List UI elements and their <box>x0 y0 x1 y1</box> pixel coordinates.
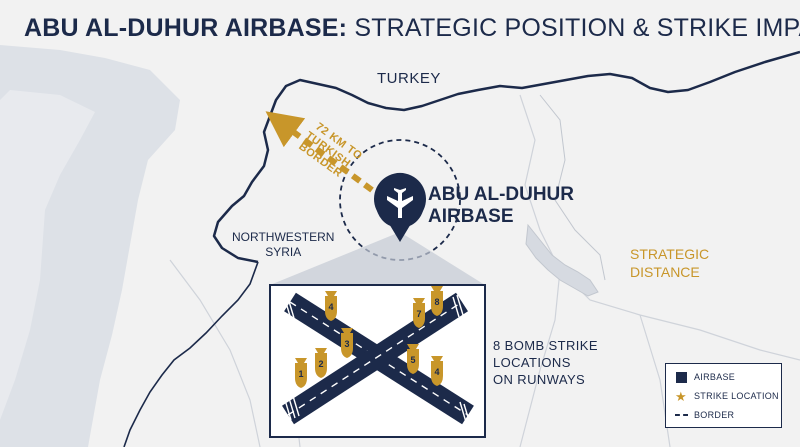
label-bombs-line1: 8 BOMB STRIKE <box>493 338 598 353</box>
label-nw-line2: SYRIA <box>265 245 302 259</box>
bomb-number: 8 <box>434 297 439 307</box>
label-strategic-line2: DISTANCE <box>630 264 700 280</box>
bomb-marker: 3 <box>341 328 353 358</box>
star-icon: ★ <box>675 388 687 404</box>
reservoir <box>525 223 599 297</box>
square-icon <box>674 370 688 384</box>
bomb-number: 1 <box>298 369 303 379</box>
page-title: ABU AL-DUHUR AIRBASE: STRATEGIC POSITION… <box>24 14 800 43</box>
coastline <box>123 261 259 447</box>
label-bombs-line3: ON RUNWAYS <box>493 372 586 387</box>
runway-thresholds <box>283 294 471 425</box>
bomb-number: 2 <box>318 359 323 369</box>
legend-airbase-label: AIRBASE <box>694 372 736 382</box>
legend-border-label: BORDER <box>694 410 735 420</box>
label-strategic-line1: STRATEGIC <box>630 246 710 262</box>
legend-row-airbase: AIRBASE <box>674 370 735 384</box>
legend-row-strike: ★ STRIKE LOCATION <box>674 389 779 403</box>
label-northwestern-syria: NORTHWESTERN SYRIA <box>232 230 334 260</box>
label-nw-line1: NORTHWESTERN <box>232 230 335 244</box>
dashed-line-icon <box>674 408 688 422</box>
airplane-icon <box>387 188 413 218</box>
label-turkey: TURKEY <box>377 70 441 87</box>
legend-strike-label: STRIKE LOCATION <box>694 391 779 401</box>
bomb-marker: 2 <box>315 348 327 378</box>
bomb-marker: 5 <box>407 344 419 374</box>
zoom-wedge <box>270 232 485 285</box>
label-airbase-line2: AIRBASE <box>428 206 514 227</box>
legend: AIRBASE ★ STRIKE LOCATION BORDER <box>665 363 782 428</box>
title-bold: ABU AL-DUHUR AIRBASE: <box>24 14 348 42</box>
bomb-marker: 4 <box>431 356 443 386</box>
region-outline <box>539 94 606 281</box>
landmass-blob <box>0 90 95 420</box>
label-airbase: ABU AL-DUHUR AIRBASE <box>428 184 574 228</box>
bomb-number: 3 <box>344 339 349 349</box>
bomb-number: 4 <box>328 302 333 312</box>
distance-arrow <box>265 111 374 193</box>
bomb-marker: 4 <box>325 291 337 321</box>
bomb-number: 7 <box>416 309 421 319</box>
label-strategic-distance: STRATEGIC DISTANCE <box>630 245 709 281</box>
label-bombs-line2: LOCATIONS <box>493 355 571 370</box>
label-airbase-line1: ABU AL-DUHUR <box>428 184 574 205</box>
runway-b <box>282 292 468 425</box>
border-line <box>212 50 800 264</box>
airbase-pin[interactable] <box>374 172 426 242</box>
bomb-markers: 1 2 3 4 4 5 7 8 <box>295 286 443 388</box>
legend-row-border: BORDER <box>674 408 734 422</box>
title-rest: STRATEGIC POSITION & STRIKE IMPACT <box>354 14 800 42</box>
bomb-marker: 8 <box>431 286 443 316</box>
bomb-marker: 7 <box>413 298 425 328</box>
bomb-marker: 1 <box>295 358 307 388</box>
bomb-number: 5 <box>410 355 415 365</box>
bomb-number: 4 <box>434 367 439 377</box>
label-bomb-strikes: 8 BOMB STRIKE LOCATIONS ON RUNWAYS <box>493 337 598 388</box>
